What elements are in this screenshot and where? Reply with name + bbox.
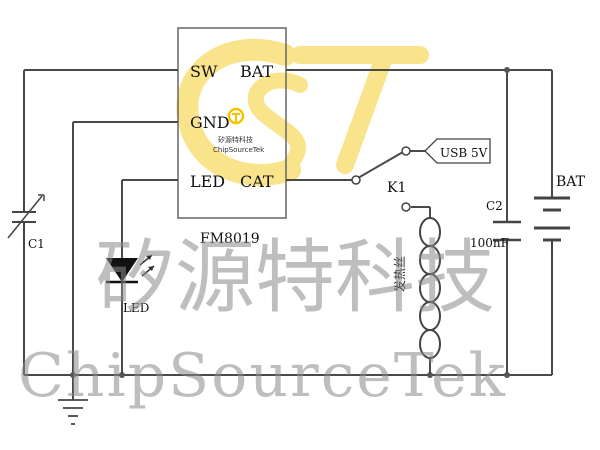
watermark-en: ChipSourceTek: [18, 341, 507, 411]
usb-tag: [424, 138, 491, 164]
c2-value: 100nF: [470, 236, 509, 250]
wires: [23, 69, 553, 400]
led-label: LED: [123, 301, 149, 315]
ic-part-number: FM8019: [200, 231, 260, 247]
pin-gnd: GND: [190, 113, 230, 132]
ic-logo: 矽源特科技 ChipSourceTek: [213, 107, 265, 154]
ground-symbol: [58, 399, 88, 425]
switch-k1: [351, 146, 411, 212]
battery: [534, 195, 570, 255]
ic-logo-cn: 矽源特科技: [218, 135, 253, 144]
cst-logo-watermark: [176, 38, 429, 186]
pin-bat: BAT: [240, 62, 273, 81]
coil-label: 发热丝: [392, 256, 407, 292]
led-diode: [106, 254, 155, 284]
bat-label: BAT: [556, 174, 586, 190]
heating-coil: [419, 217, 441, 359]
pin-led: LED: [190, 172, 225, 191]
ic-logo-en: ChipSourceTek: [213, 146, 265, 154]
usb-label: USB 5V: [440, 146, 488, 160]
k1-label: K1: [387, 180, 406, 196]
junction-dots: [70, 67, 510, 378]
variable-capacitor-c1: [7, 194, 45, 245]
capacitor-c2: [493, 220, 521, 242]
c1-label: C1: [28, 237, 45, 251]
pin-sw: SW: [190, 62, 218, 81]
c2-label: C2: [486, 199, 503, 213]
watermark-cn: 矽源特科技: [95, 231, 495, 324]
pin-cat: CAT: [240, 172, 274, 191]
